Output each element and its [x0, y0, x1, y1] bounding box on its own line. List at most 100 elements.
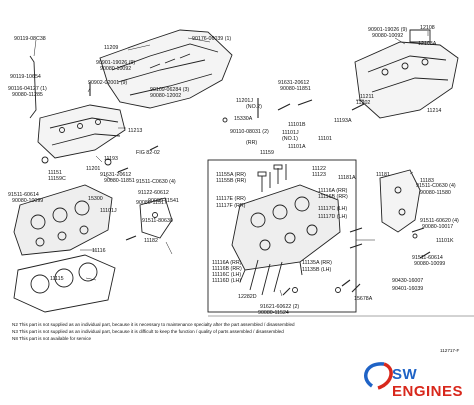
part-label: 11101A: [288, 144, 306, 150]
head-gasket-11115: [13, 254, 116, 313]
part-label: 11101J: [100, 208, 117, 214]
part-label: 90080-10099: [414, 261, 446, 267]
sw-engines-logo: SW ENGINES: [392, 366, 474, 400]
part-label: (NO.1): [282, 136, 298, 142]
part-label: 11116B (RR): [318, 194, 348, 200]
part-label: 90080-11541: [148, 198, 179, 204]
part-label: 11101K: [436, 238, 454, 244]
oil-level-gauge-guide: [29, 55, 37, 119]
part-label: 11181: [376, 172, 390, 178]
part-label: 11123: [312, 172, 326, 178]
part-label: 11182: [144, 238, 158, 244]
part-label: 91511-C0630 (4): [136, 179, 176, 185]
part-label: 11135A (RR): [302, 260, 332, 266]
part-label: 12108: [420, 25, 435, 31]
note-n3: N3 This part is not supplied as an indiv…: [12, 329, 284, 334]
part-label: 11181A: [338, 175, 356, 181]
part-label: (NO.2): [246, 104, 262, 110]
part-label: 11202: [356, 100, 371, 106]
part-label: 90119-10654: [10, 74, 41, 80]
part-label: 11211: [360, 94, 374, 100]
part-label: FIG 82-02: [136, 150, 160, 156]
part-label: 11159: [260, 150, 274, 156]
part-label: 12108A: [418, 41, 437, 47]
part-label: 11117C (LH): [318, 206, 348, 212]
part-label: 11116D (LH): [212, 278, 242, 284]
valve-cover-11214: [354, 29, 459, 119]
part-label: 15300: [88, 196, 103, 202]
part-label: 90080-12002: [150, 93, 182, 99]
part-label: 90080-10092: [100, 66, 132, 72]
part-label: 11116C (LH): [212, 272, 242, 278]
part-label: 91511-60620 (4): [420, 218, 459, 224]
figure-code: 112717-F: [440, 348, 460, 353]
caps: [41, 117, 418, 293]
part-label: 91511-80630: [142, 218, 173, 224]
part-label: 11155B (RR): [216, 178, 247, 184]
cylinder-head-11101k: [13, 184, 113, 256]
part-label: 90401-16039: [392, 286, 424, 292]
part-label: 11209: [104, 45, 119, 51]
part-label: 90901-19026 (9): [96, 60, 136, 66]
part-label: 11214: [427, 108, 442, 114]
part-label: 11135B (LH): [302, 267, 332, 273]
part-label: 11155A (RR): [216, 172, 246, 178]
part-label: 11101B: [288, 122, 306, 128]
part-label: 11101: [318, 136, 332, 142]
note-n8: N8 This part is not available for servic…: [12, 336, 92, 341]
part-label: 91631-20612: [100, 172, 132, 178]
part-label: 11117F (RR): [216, 203, 246, 209]
part-label: 11116A (RR): [212, 260, 242, 266]
part-label: 11193: [104, 156, 118, 162]
part-label: 90080-11580: [420, 190, 451, 196]
part-label: 90080-11524: [258, 310, 289, 316]
part-label: 90116-04127 (1): [8, 86, 47, 92]
part-label: 90109-06284 (3): [150, 87, 190, 93]
part-label: 12282D: [238, 294, 257, 300]
part-label: 91621-60622 (2): [260, 304, 300, 310]
part-label: 11101J: [282, 130, 299, 136]
diagram-drawing: [13, 29, 474, 317]
part-label: 11193A: [334, 118, 352, 124]
sw-engines-logo-mark: [364, 362, 393, 390]
part-label: 11183: [420, 178, 434, 184]
cylinder-head-11101: [231, 184, 341, 283]
part-label: (RR): [246, 140, 258, 146]
part-label: 91122-60612: [138, 190, 169, 196]
bracket-11182: [139, 197, 173, 239]
part-label: 90080-11285: [12, 92, 43, 98]
bolts: [89, 82, 431, 296]
part-label: 91511-60614: [8, 192, 39, 198]
part-label: 91511-C0630 (4): [416, 183, 456, 189]
part-label: 90080-10099: [12, 198, 44, 204]
part-label: 91511-60614: [412, 255, 443, 261]
bracket-11181: [379, 169, 421, 233]
part-label: 90080-11851: [104, 178, 135, 184]
part-label: 11117E (RR): [216, 196, 246, 202]
part-label: 11116A (RR): [318, 188, 348, 194]
part-label: 11213: [128, 128, 143, 134]
engine-cover-11209: [99, 29, 233, 109]
part-label: 90119-08C38: [14, 36, 46, 42]
part-label: 90902-02001 (9): [88, 80, 128, 86]
part-label: 11122: [312, 166, 326, 172]
part-label: 11159C: [48, 176, 66, 182]
logo-engines-text: ENGINES: [392, 383, 464, 400]
note-n2: N2 This part is not supplied as an indiv…: [12, 322, 295, 327]
valve-springs: [249, 164, 287, 296]
part-label: 15678A: [354, 296, 373, 302]
part-label: 11201J: [236, 98, 253, 104]
part-label: 90176-06039 (1): [192, 36, 232, 42]
valve-cover-11213: [37, 104, 126, 159]
part-label: 90080-11851: [280, 86, 311, 92]
part-label: 11115: [50, 276, 64, 282]
part-label: 11151: [48, 170, 62, 176]
logo-sw-text: SW: [392, 366, 418, 383]
part-label: 90110-08031 (2): [230, 129, 269, 135]
part-label: 91631-20612: [278, 80, 310, 86]
part-label: 90080-10017: [422, 224, 454, 230]
inset-frame: [207, 159, 357, 313]
part-label: 11201: [86, 166, 101, 172]
part-label: 90080-11517: [136, 200, 167, 206]
